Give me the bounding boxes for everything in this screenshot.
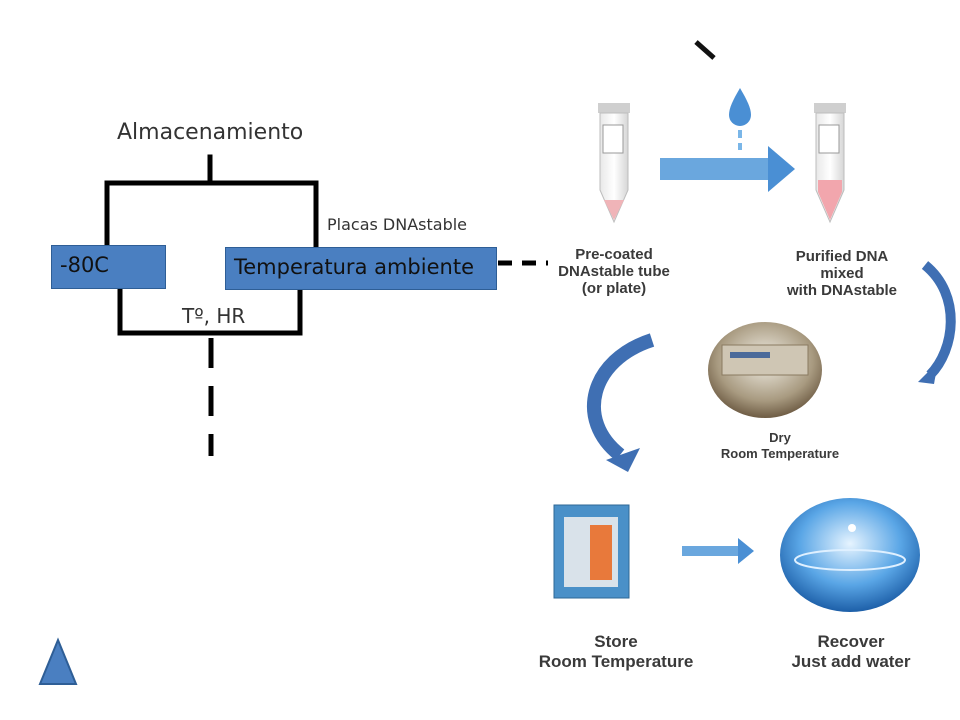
pipette-icon [694, 40, 751, 150]
dry-photo [708, 322, 822, 418]
tube-icon-precoated [598, 103, 630, 224]
step4-line2: Room Temperature [538, 652, 694, 671]
water-drop-photo [780, 498, 920, 612]
step2-line2: mixed [820, 265, 864, 282]
step5-line2: Just add water [791, 652, 911, 671]
tube-icon-mixed [814, 103, 846, 224]
step4-line1: Store [594, 632, 638, 651]
step-precoated-caption: Pre-coated DNAstable tube (or plate) [552, 246, 676, 297]
curved-arrow-left [587, 333, 655, 461]
step1-line3: (or plate) [581, 280, 647, 297]
storage-cabinet-icon [553, 504, 630, 599]
step5-line1: Recover [817, 632, 885, 651]
step-mixed-caption: Purified DNA mixed with DNAstable [762, 248, 922, 299]
step1-line1: Pre-coated [575, 246, 653, 263]
curved-arrow-right [921, 261, 956, 379]
step-dry-caption: Dry Room Temperature [704, 430, 856, 462]
arrow-label-line2: DNA sample [664, 195, 741, 210]
step3-line1: Dry [769, 430, 791, 445]
left-box: -80C [51, 245, 166, 289]
step3-line2: Room Temperature [720, 446, 840, 461]
step-recover-caption: Recover Just add water [774, 632, 928, 672]
step2-line1: Purified DNA [795, 248, 889, 265]
root-label: Almacenamiento [117, 120, 304, 145]
bottom-label: Tº, HR [182, 304, 246, 328]
store-to-recover-arrow [682, 538, 754, 564]
arrow-label-line1: Add purified [664, 180, 741, 195]
step2-line3: with DNAstable [786, 282, 897, 299]
arrow-label: Add purified DNA sample [664, 180, 741, 210]
triangle-icon [38, 637, 78, 685]
drop-icon [729, 88, 751, 126]
branch-label: Placas DNAstable [327, 215, 468, 234]
step1-line2: DNAstable tube [558, 263, 670, 280]
right-box: Temperatura ambiente [225, 247, 497, 290]
add-arrow [660, 146, 795, 192]
step-store-caption: Store Room Temperature [518, 632, 714, 672]
